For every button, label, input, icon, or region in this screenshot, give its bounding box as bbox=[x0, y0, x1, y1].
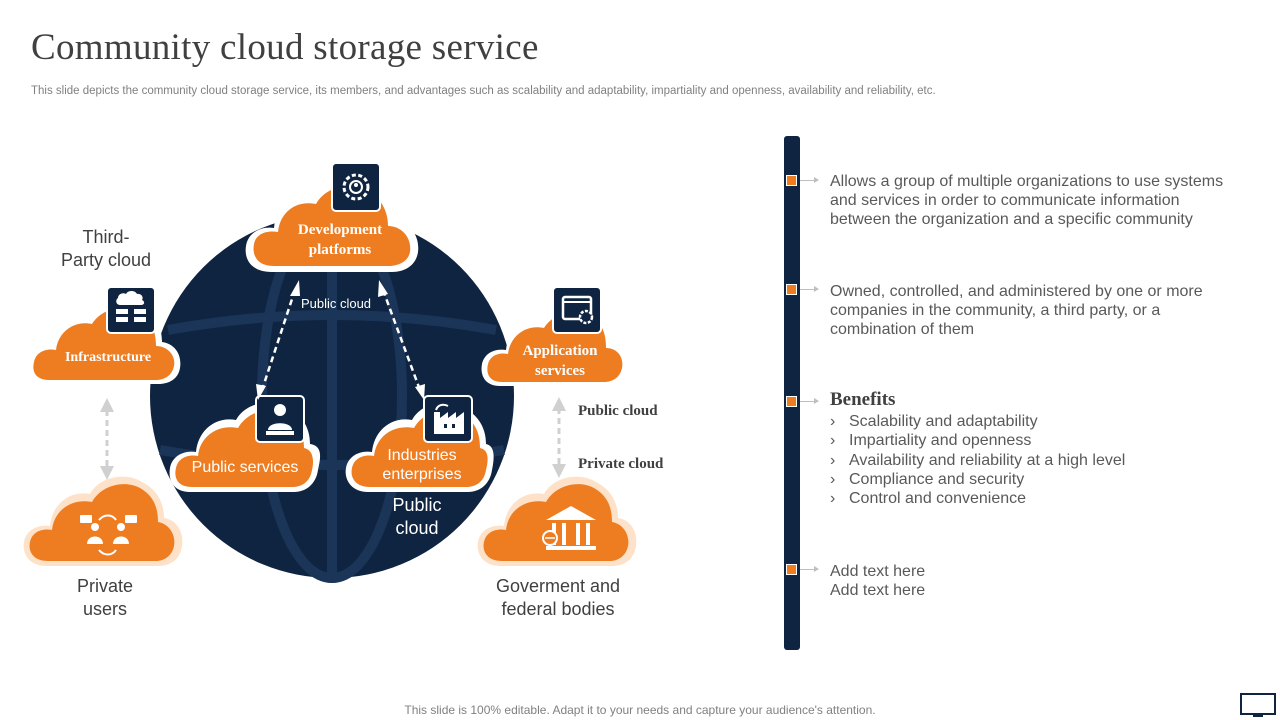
government-cloud bbox=[477, 476, 637, 566]
infrastructure-cloud: Infrastructure bbox=[27, 302, 181, 384]
private-cloud-right-label: Private cloud bbox=[578, 456, 664, 472]
server-cloud-icon bbox=[106, 286, 156, 334]
application-services-label-2: services bbox=[535, 363, 585, 379]
public-cloud-center-label-1: Public bbox=[392, 495, 441, 515]
browser-gear-icon bbox=[552, 286, 602, 334]
benefits-title: Benefits bbox=[830, 389, 896, 410]
community-cloud-diagram: Development platforms Infrastructure Thi… bbox=[23, 162, 664, 619]
monitor-icon bbox=[1240, 693, 1276, 717]
benefits-list: Scalability and adaptability Impartialit… bbox=[830, 412, 1125, 508]
benefit-item: Control and convenience bbox=[830, 489, 1125, 508]
gear-people-icon bbox=[331, 162, 381, 212]
timeline-marker-2 bbox=[786, 284, 797, 295]
timeline-bar bbox=[784, 136, 800, 650]
infrastructure-label: Infrastructure bbox=[65, 350, 151, 365]
benefit-item: Availability and reliability at a high l… bbox=[830, 451, 1125, 470]
person-card-icon bbox=[255, 395, 305, 443]
people-exchange-icon bbox=[80, 514, 137, 556]
private-users-label-2: users bbox=[83, 599, 127, 619]
factory-icon bbox=[423, 395, 473, 443]
point-4-line-1: Add text here bbox=[830, 563, 926, 580]
private-users-cloud bbox=[23, 476, 183, 566]
public-services-label: Public services bbox=[192, 459, 299, 476]
third-party-cloud-label-2: Party cloud bbox=[61, 250, 151, 270]
footer-note: This slide is 100% editable. Adapt it to… bbox=[404, 703, 876, 717]
arrow-app-services-to-government bbox=[552, 397, 566, 478]
development-platforms-label-2: platforms bbox=[309, 242, 372, 258]
timeline-arrow-1 bbox=[800, 177, 819, 183]
timeline-arrow-4 bbox=[800, 566, 819, 572]
timeline-marker-3 bbox=[786, 396, 797, 407]
benefit-item: Impartiality and openness bbox=[830, 431, 1125, 450]
timeline-arrow-3 bbox=[800, 398, 819, 404]
timeline-marker-1 bbox=[786, 175, 797, 186]
government-building-icon bbox=[542, 506, 596, 550]
government-label-2: federal bodies bbox=[501, 599, 614, 619]
private-users-label-1: Private bbox=[77, 576, 133, 596]
benefit-item: Compliance and security bbox=[830, 470, 1125, 489]
industries-enterprises-label-1: Industries bbox=[387, 447, 456, 464]
public-cloud-right-label: Public cloud bbox=[578, 403, 658, 419]
benefit-item: Scalability and adaptability bbox=[830, 412, 1125, 431]
development-platforms-label-1: Development bbox=[298, 222, 382, 238]
arrow-infrastructure-to-private-users bbox=[100, 398, 114, 480]
public-cloud-center-label-2: cloud bbox=[395, 518, 438, 538]
point-4-line-2: Add text here bbox=[830, 582, 926, 599]
timeline-marker-4 bbox=[786, 564, 797, 575]
public-cloud-top-label: Public cloud bbox=[301, 296, 371, 311]
point-2-text: Owned, controlled, and administered by o… bbox=[830, 283, 1203, 338]
government-label-1: Goverment and bbox=[496, 576, 620, 596]
arrow-dev-to-industries bbox=[378, 280, 425, 400]
point-1-text: Allows a group of multiple organizations… bbox=[830, 173, 1224, 228]
page-subtitle: This slide depicts the community cloud s… bbox=[31, 85, 936, 97]
industries-enterprises-label-2: enterprises bbox=[382, 466, 461, 483]
third-party-cloud-label-1: Third- bbox=[82, 227, 129, 247]
arrow-dev-to-public-services bbox=[256, 280, 300, 400]
timeline-arrow-2 bbox=[800, 286, 819, 292]
page-title: Community cloud storage service bbox=[31, 27, 539, 68]
application-services-label-1: Application bbox=[522, 343, 598, 359]
